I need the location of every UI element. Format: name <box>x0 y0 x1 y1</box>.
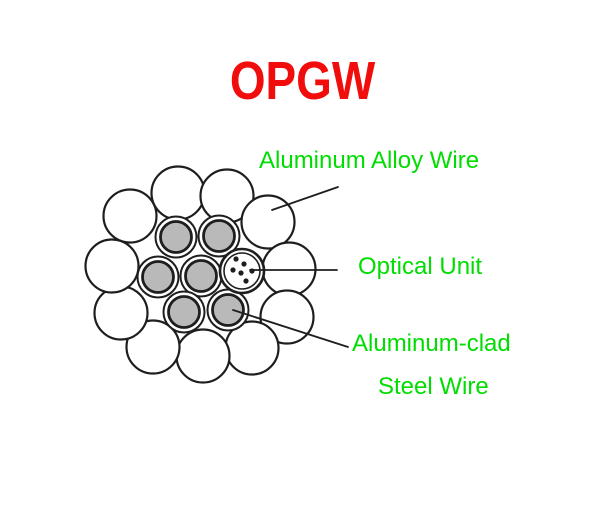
aluminum-alloy-wire-circle <box>84 238 140 294</box>
steel-wire-core <box>141 260 175 294</box>
leader-line <box>271 186 339 211</box>
optical-fiber-dot <box>233 256 239 262</box>
aluminum-alloy-wire-circle <box>102 188 158 244</box>
steel-wire-core <box>211 293 245 327</box>
aluminum-alloy-wire-circle <box>240 194 296 250</box>
aluminum-alloy-wire-circle <box>259 289 315 345</box>
optical-fiber-dot <box>238 270 244 276</box>
page-title: OPGW <box>229 51 376 111</box>
optical-fiber-dot <box>243 278 249 284</box>
label-steel-wire: Steel Wire <box>378 373 489 400</box>
optical-fiber-dot <box>241 261 247 267</box>
aluminum-alloy-wire-circle <box>261 241 317 297</box>
steel-wire-core <box>184 259 218 293</box>
label-optical-unit: Optical Unit <box>358 253 483 280</box>
aluminum-alloy-wire-circle <box>175 328 231 384</box>
aluminum-alloy-wire-circle <box>93 285 149 341</box>
label-aluminum-alloy-wire: Aluminum Alloy Wire <box>259 147 480 174</box>
label-aluminum-clad: Aluminum-clad <box>352 330 511 357</box>
steel-wire-core <box>159 220 193 254</box>
steel-wire-core <box>167 295 201 329</box>
aluminum-alloy-wire-circle <box>150 165 206 221</box>
optical-fiber-dot <box>230 267 236 273</box>
aluminum-alloy-wire-circle <box>125 319 181 375</box>
steel-wire-core <box>202 219 236 253</box>
leader-line <box>232 309 349 348</box>
